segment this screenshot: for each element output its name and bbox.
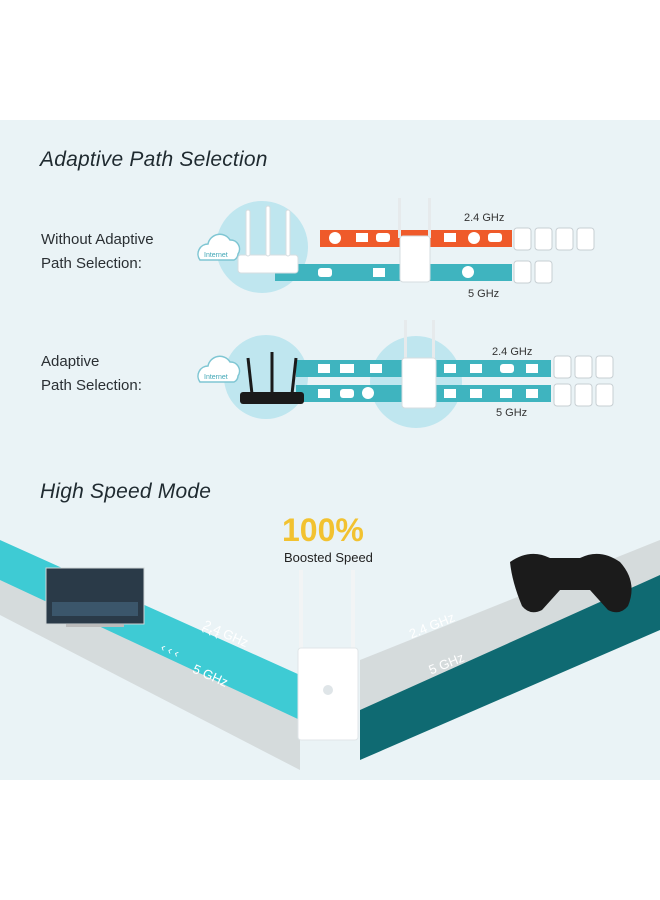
- without-label-line2: Path Selection:: [41, 255, 142, 272]
- boost-caption: Boosted Speed: [284, 550, 373, 565]
- without-label-line1: Without Adaptive: [41, 231, 154, 248]
- without-label: Without Adaptive Path Selection:: [41, 228, 154, 276]
- center-extender-icon: [297, 570, 359, 741]
- band-5-icons: [318, 266, 474, 278]
- with-label: Adaptive Path Selection:: [41, 350, 142, 398]
- with-label-line2: Path Selection:: [41, 377, 142, 394]
- band24-label-row1: 2.4 GHz: [464, 212, 505, 224]
- band5-label-row2: 5 GHz: [496, 407, 528, 419]
- high-speed-title: High Speed Mode: [40, 480, 212, 503]
- infographic-panel: Adaptive Path Selection Without Adaptive…: [0, 120, 660, 780]
- extender-icon: [398, 198, 431, 283]
- black-router-icon: [240, 352, 304, 404]
- cloud-icon: [197, 233, 241, 261]
- internet-label-row1: Internet: [204, 252, 228, 259]
- gamepad-icon: [510, 553, 632, 613]
- extender-icon-2: [401, 320, 437, 409]
- band5-label-row1: 5 GHz: [468, 288, 500, 300]
- internet-label-row2: Internet: [204, 374, 228, 381]
- dark-teal-band-right: [360, 575, 660, 760]
- device-boxes-row1: [513, 227, 595, 284]
- arrow-label-left-24: ‹ ‹ ‹: [199, 622, 222, 642]
- band-5-stream: [275, 264, 512, 281]
- adaptive-title: Adaptive Path Selection: [40, 148, 268, 171]
- tv-icon: [45, 567, 145, 627]
- band-24-icons: [329, 232, 502, 244]
- cloud-icon-2: [197, 355, 241, 383]
- band-icons-2: [318, 364, 538, 399]
- band24-label-row2: 2.4 GHz: [492, 346, 533, 358]
- device-boxes-row2: [553, 355, 614, 407]
- arrow-label-left-5: ‹ ‹ ‹: [159, 640, 182, 660]
- with-label-line1: Adaptive: [41, 353, 100, 370]
- boost-percent: 100%: [282, 512, 364, 548]
- router-icon: [237, 205, 299, 274]
- diagram-svg: ‹ ‹ ‹ ‹ ‹ ‹: [0, 198, 660, 770]
